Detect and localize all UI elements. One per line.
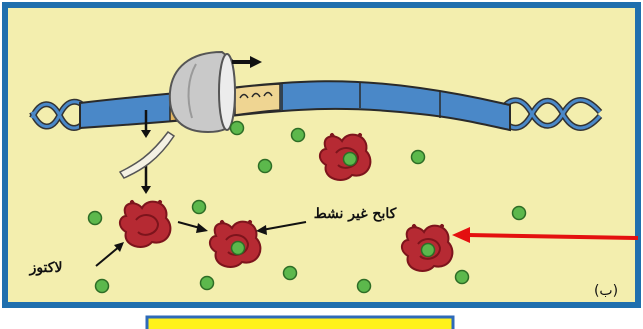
panel-label: (ب) [594, 283, 618, 299]
inactive-repressor-label: كابح غير نشط [314, 206, 397, 222]
lactose-label: لاكتوز [29, 260, 63, 276]
answer-box [147, 317, 453, 329]
